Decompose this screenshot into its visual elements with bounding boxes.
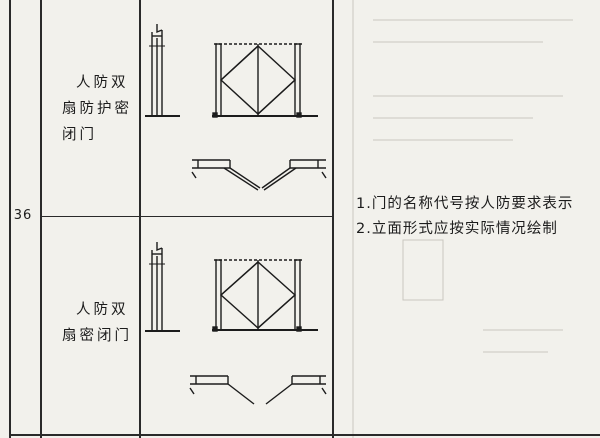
column-divider-number [40, 0, 42, 438]
name-line: 人防双 [76, 302, 129, 318]
door-leaf-hinge-line [257, 294, 296, 329]
plan-leaf-right [265, 383, 293, 405]
table-bottom-border [9, 434, 600, 436]
name-line: 扇密闭门 [62, 328, 132, 344]
door-leaf-hinge-line [220, 45, 259, 81]
door-name-protective-airtight: 人防双 扇防护密 闭门 [62, 70, 132, 148]
break-mark [156, 242, 163, 252]
door-leaf-hinge-line [220, 261, 259, 296]
door-name-airtight: 人防双 扇密闭门 [62, 297, 132, 349]
column-divider-drawing [332, 0, 334, 438]
break-mark [156, 24, 163, 34]
plan-leaf-left [223, 167, 261, 191]
double-leaf-airtight-door-symbol-icon [145, 242, 327, 405]
note-2: 2.立面形式应按实际情况绘制 [356, 221, 558, 237]
sill-mark [212, 112, 218, 118]
double-leaf-protective-airtight-door-symbol-icon [145, 24, 327, 191]
name-line: 扇防护密 [62, 101, 132, 117]
name-line: 闭门 [62, 127, 97, 143]
row-number: 36 [13, 208, 33, 223]
sill-mark [212, 326, 218, 332]
plan-edge-mark [321, 387, 327, 395]
note-1: 1.门的名称代号按人防要求表示 [356, 196, 574, 212]
plan-leaf-right [261, 167, 297, 191]
sill-mark [296, 112, 302, 118]
plan-edge-mark [191, 171, 197, 179]
plan-edge-mark [321, 171, 327, 179]
name-line: 人防双 [76, 75, 129, 91]
notes: 1.门的名称代号按人防要求表示 2.立面形式应按实际情况绘制 [356, 192, 573, 242]
sill-mark [296, 326, 302, 332]
row-divider [40, 216, 333, 218]
column-divider-name [139, 0, 141, 438]
plan-leaf-left [227, 383, 255, 405]
table-left-border [9, 0, 11, 438]
plan-edge-mark [189, 387, 195, 395]
door-leaf-hinge-line [257, 79, 296, 115]
